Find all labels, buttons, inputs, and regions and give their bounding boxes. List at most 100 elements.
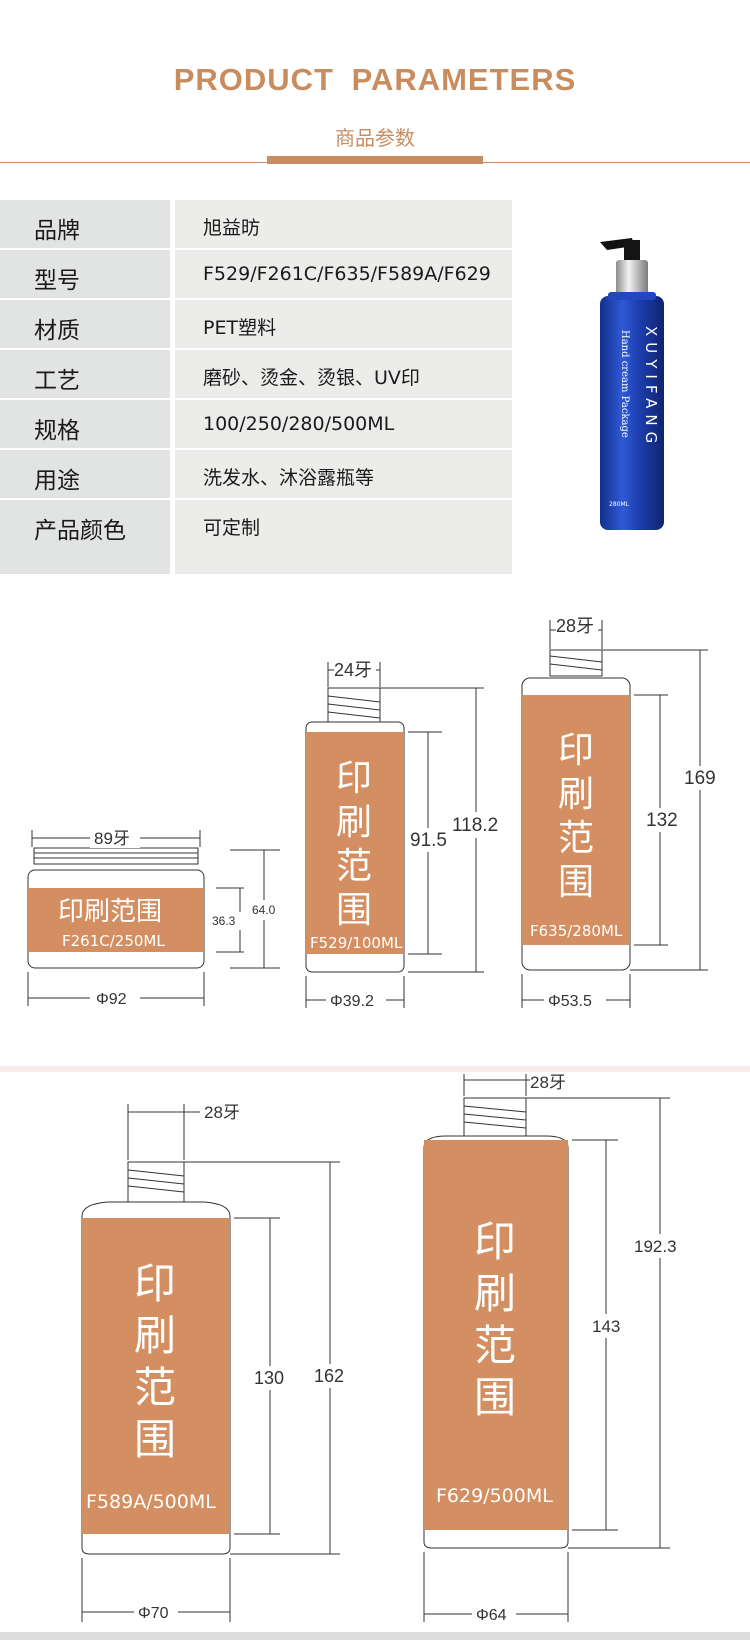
diagram-section-2: 印 刷 范 围 F589A/500ML 印 刷 范 围 F629/500ML xyxy=(0,1073,750,1640)
bottle-dimension-diagram-2: 印 刷 范 围 F589A/500ML 印 刷 范 围 F629/500ML xyxy=(81,1073,682,1624)
thread-label-f635: 28牙 xyxy=(556,616,594,636)
thread-label-f529: 24牙 xyxy=(334,660,372,680)
product-photo: XUYIFANG Hand cream Package 280ML xyxy=(512,200,750,574)
param-value: PET塑料 xyxy=(175,300,512,348)
print-char: 围 xyxy=(558,862,594,903)
param-row-usage: 用途 洗发水、沐浴露瓶等 xyxy=(0,450,512,498)
print-height-label-f589a: 130 xyxy=(254,1368,284,1388)
model-label-f261c: F261C/250ML xyxy=(62,932,165,950)
param-key: 材质 xyxy=(0,300,170,348)
param-key-label: 型号 xyxy=(34,268,80,294)
pump-collar xyxy=(616,260,648,298)
param-row-brand: 品牌 旭益昉 xyxy=(0,200,512,248)
print-char: 刷 xyxy=(336,802,372,843)
blue-bottle-illustration: XUYIFANG Hand cream Package 280ML xyxy=(600,238,664,530)
print-area-f261c xyxy=(28,888,204,952)
print-label-f629-vertical: 印 刷 范 围 xyxy=(474,1217,516,1422)
param-key: 产品颜色 xyxy=(0,500,170,574)
diameter-label-f529: Φ39.2 xyxy=(330,993,374,1010)
model-label-f529: F529/100ML xyxy=(310,934,403,952)
page-header: PRODUCT PARAMETERS 商品参数 xyxy=(0,0,750,180)
param-row-craft: 工艺 磨砂、烫金、烫银、UV印 xyxy=(0,350,512,398)
param-value-text: 磨砂、烫金、烫银、UV印 xyxy=(203,367,420,389)
print-area-f629 xyxy=(424,1140,568,1530)
param-key-label: 品牌 xyxy=(34,218,80,244)
diameter-label-f635: Φ53.5 xyxy=(548,993,592,1010)
print-area-f589a xyxy=(82,1218,230,1534)
param-key-label: 工艺 xyxy=(34,368,80,394)
print-label-f635-vertical: 印 刷 范 围 xyxy=(558,730,594,903)
param-value-text: 可定制 xyxy=(203,517,261,539)
print-char: 范 xyxy=(336,846,372,887)
model-label-f589a: F589A/500ML xyxy=(86,1491,216,1513)
print-height-label-f635: 132 xyxy=(646,810,678,831)
thread-label-f589a: 28牙 xyxy=(204,1103,240,1122)
param-value: F529/F261C/F635/F589A/F629 xyxy=(175,250,512,298)
print-char: 围 xyxy=(336,890,372,931)
param-value-text: 100/250/280/500ML xyxy=(203,413,395,435)
print-char: 范 xyxy=(134,1363,176,1412)
print-char: 范 xyxy=(558,818,594,859)
param-key-label: 规格 xyxy=(34,418,80,444)
params-section: 品牌 旭益昉 型号 F529/F261C/F635/F589A/F629 材质 … xyxy=(0,200,750,574)
bottom-bar xyxy=(0,1632,750,1640)
param-key: 用途 xyxy=(0,450,170,498)
param-value-text: F529/F261C/F635/F589A/F629 xyxy=(203,263,491,285)
title-english: PRODUCT PARAMETERS xyxy=(173,62,577,97)
print-height-label-f261c: 36.3 xyxy=(212,914,236,928)
param-value-text: 洗发水、沐浴露瓶等 xyxy=(203,467,375,489)
param-value: 100/250/280/500ML xyxy=(175,400,512,448)
print-char: 印 xyxy=(336,758,372,799)
param-row-spec: 规格 100/250/280/500ML xyxy=(0,400,512,448)
print-char: 刷 xyxy=(474,1269,516,1318)
bottle-tagline-text: Hand cream Package xyxy=(619,330,630,438)
param-row-color: 产品颜色 可定制 xyxy=(0,500,512,574)
height-label-f629: 192.3 xyxy=(634,1237,677,1256)
print-label-f261c: 印刷范围 xyxy=(58,897,162,927)
params-table: 品牌 旭益昉 型号 F529/F261C/F635/F589A/F629 材质 … xyxy=(0,200,512,574)
param-row-material: 材质 PET塑料 xyxy=(0,300,512,348)
bottle-brand-text: XUYIFANG xyxy=(642,326,660,449)
param-key: 规格 xyxy=(0,400,170,448)
print-char: 围 xyxy=(474,1373,516,1422)
param-key: 型号 xyxy=(0,250,170,298)
print-label-f589a-vertical: 印 刷 范 围 xyxy=(134,1259,176,1464)
param-value: 旭益昉 xyxy=(175,200,512,248)
print-char: 印 xyxy=(558,730,594,771)
param-row-model: 型号 F529/F261C/F635/F589A/F629 xyxy=(0,250,512,298)
print-char: 印 xyxy=(474,1217,516,1266)
print-height-label-f529: 91.5 xyxy=(410,830,447,851)
print-char: 围 xyxy=(134,1415,176,1464)
print-char: 刷 xyxy=(134,1311,176,1360)
height-label-f589a: 162 xyxy=(314,1366,344,1386)
param-value: 可定制 xyxy=(175,500,512,574)
thread-label-f629: 28牙 xyxy=(530,1074,566,1092)
diameter-label-f261c: Φ92 xyxy=(96,991,127,1008)
param-value-text: 旭益昉 xyxy=(203,217,261,239)
print-label-f529-vertical: 印 刷 范 围 xyxy=(336,758,372,931)
bottle-dimension-diagram-1: 印刷范围 F261C/250ML 印 刷 范 围 F529/100ML 印 刷 … xyxy=(27,616,718,1010)
param-value: 磨砂、烫金、烫银、UV印 xyxy=(175,350,512,398)
diameter-label-f629: Φ64 xyxy=(476,1607,507,1624)
print-char: 印 xyxy=(134,1259,176,1308)
bottle-volume-text: 280ML xyxy=(609,501,630,508)
title-chinese: 商品参数 xyxy=(335,126,415,150)
model-label-f629: F629/500ML xyxy=(436,1485,553,1507)
height-label-f529: 118.2 xyxy=(452,815,498,836)
model-label-f635: F635/280ML xyxy=(530,922,623,940)
header-accent-bar xyxy=(267,156,483,164)
section-divider xyxy=(0,1066,750,1072)
bottle-shoulder xyxy=(608,292,656,300)
param-key-label: 用途 xyxy=(34,468,80,494)
print-area-f635 xyxy=(522,695,630,945)
print-height-label-f629: 143 xyxy=(592,1317,620,1336)
param-value: 洗发水、沐浴露瓶等 xyxy=(175,450,512,498)
thread-label-f261c: 89牙 xyxy=(94,829,130,848)
param-key-label: 材质 xyxy=(34,318,80,344)
diagram-section-1: 印刷范围 F261C/250ML 印 刷 范 围 F529/100ML 印 刷 … xyxy=(0,600,750,1070)
pump-stem xyxy=(624,240,640,262)
print-char: 范 xyxy=(474,1321,516,1370)
param-key: 工艺 xyxy=(0,350,170,398)
print-char: 刷 xyxy=(558,774,594,815)
bottle-body xyxy=(600,296,664,530)
